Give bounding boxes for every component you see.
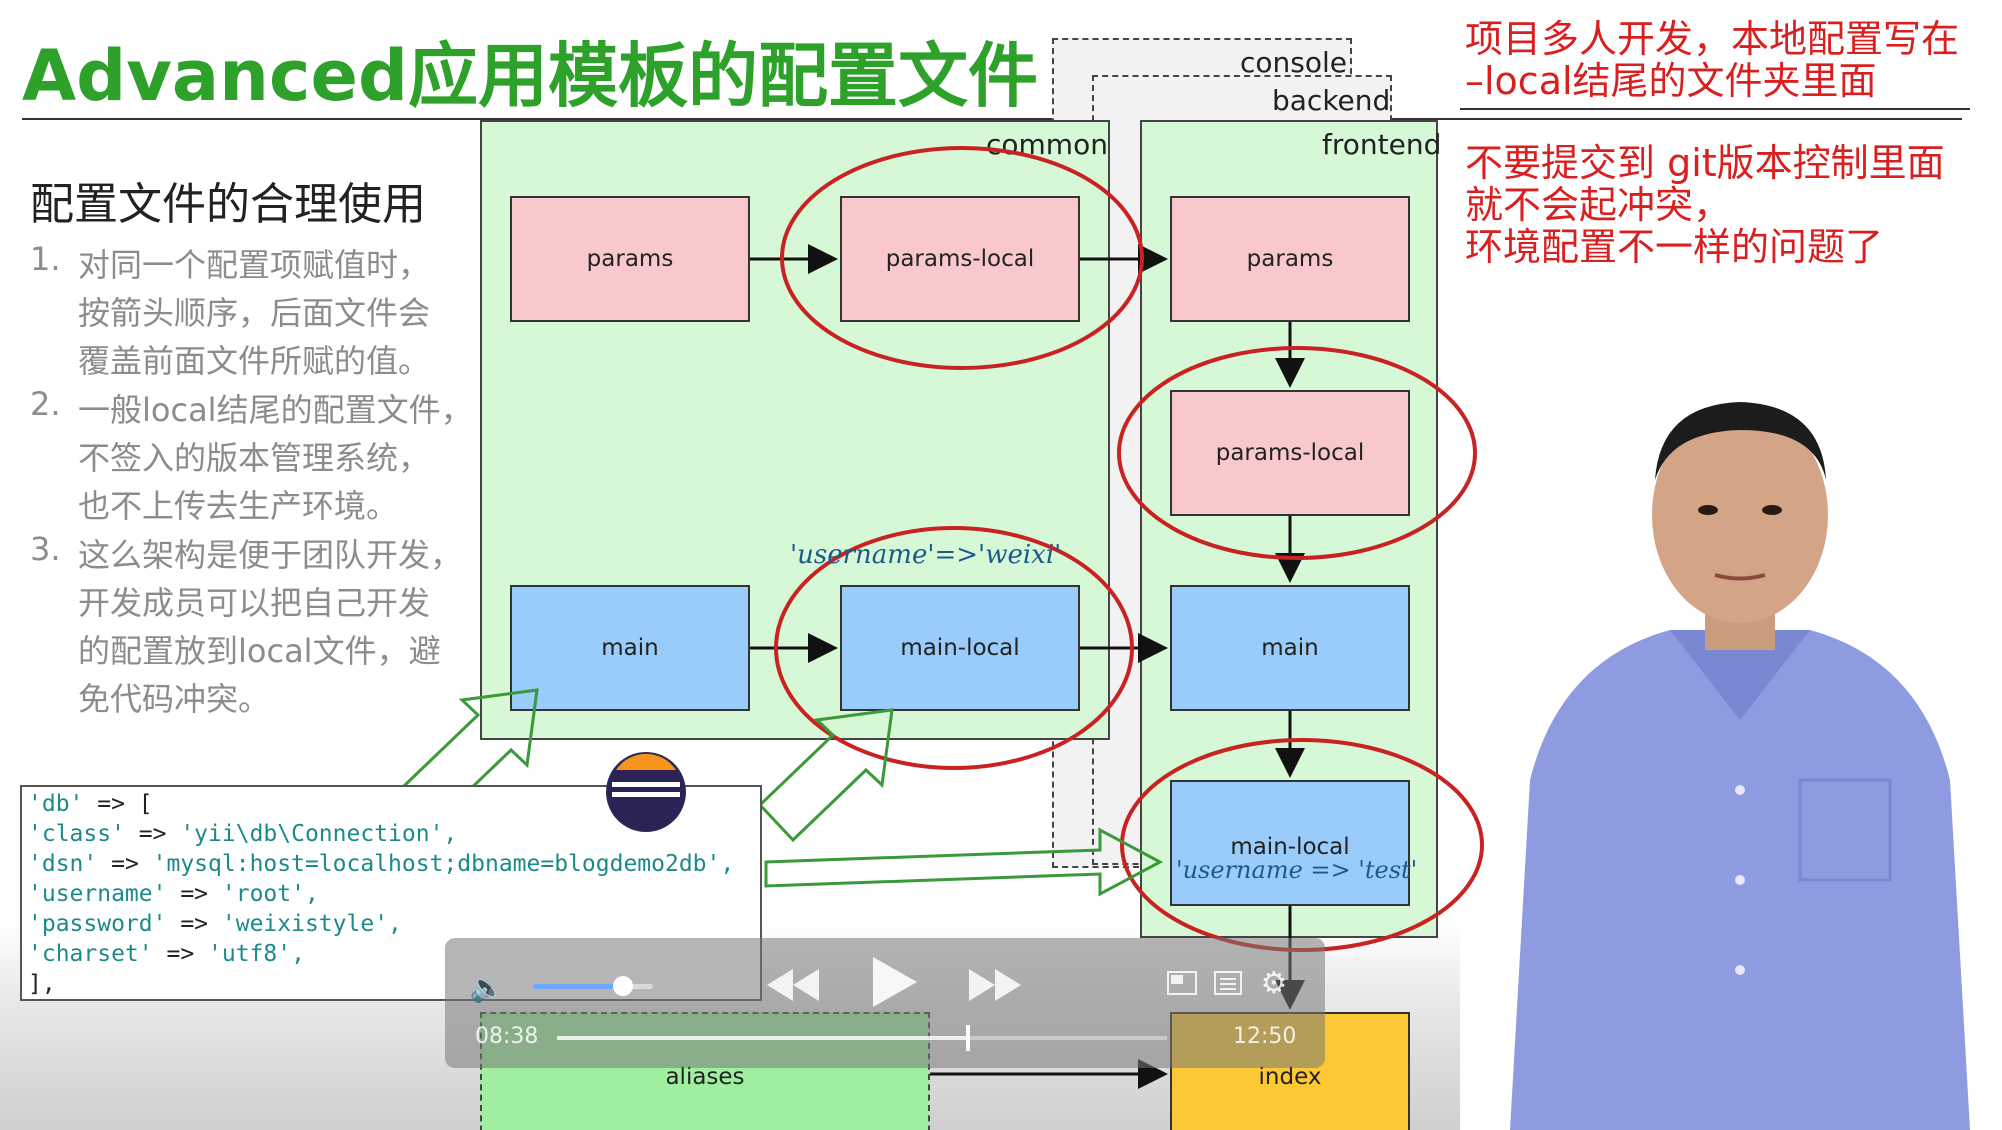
handwriting-frontend: 'username => 'test' (1176, 856, 1418, 884)
code-line: 'charset' => 'utf8', (28, 941, 305, 967)
list-line: 也不上传去生产环境。 (78, 487, 399, 525)
common-label: common (986, 128, 1108, 161)
list-number: 2. (30, 385, 61, 423)
list-line: 对同一个配置项赋值时， (78, 246, 431, 284)
progress-track[interactable] (557, 1025, 1167, 1051)
fast-forward-icon (969, 969, 1021, 1001)
presenter-video (1510, 402, 1970, 1130)
backend-label: backend (1272, 84, 1391, 117)
common-main-local-node: main-local (840, 585, 1080, 711)
volume-knob[interactable] (613, 976, 633, 996)
highlight-ellipse (1120, 738, 1484, 952)
frontend-params-node: params (1170, 196, 1410, 322)
frontend-main-node: main (1170, 585, 1410, 711)
code-line: 'db' => [ (28, 791, 153, 817)
console-label: console (1240, 46, 1347, 79)
handwriting-common: 'username'=>'weixi' (790, 540, 1062, 570)
list-line: 一般local结尾的配置文件， (78, 391, 473, 429)
note-line: –local结尾的文件夹里面 (1465, 59, 1877, 103)
note-divider (1460, 108, 1970, 110)
volume-icon[interactable]: 🔊 (469, 970, 505, 1004)
video-controls: 🔊 ⚙ 08:38 12:50 (445, 938, 1325, 1068)
code-line: 'dsn' => 'mysql:host=localhost;dbname=bl… (28, 851, 735, 877)
pip-button[interactable] (1165, 968, 1199, 998)
progress-handle[interactable] (965, 1025, 970, 1051)
list-line: 免代码冲突。 (78, 680, 271, 718)
note-line: 不要提交到 git版本控制里面 (1465, 141, 1945, 185)
forward-button[interactable] (965, 960, 1025, 1010)
frontend-main-local-node: main-local (1170, 780, 1410, 906)
list-line: 不签入的版本管理系统， (78, 439, 431, 477)
eclipse-logo (606, 752, 686, 832)
list-icon (1214, 971, 1242, 995)
hollow-arrow (764, 827, 1164, 897)
slide-subheading: 配置文件的合理使用 (30, 179, 426, 230)
note-line: 环境配置不一样的问题了 (1465, 225, 1884, 269)
progress-fill (557, 1036, 966, 1040)
list-line: 按箭头顺序，后面文件会 (78, 294, 431, 332)
common-main-node: main (510, 585, 750, 711)
volume-slider[interactable] (533, 976, 653, 996)
highlight-ellipse (1117, 346, 1477, 560)
list-number: 1. (30, 240, 61, 278)
frontend-params-local-node: params-local (1170, 390, 1410, 516)
play-button[interactable] (865, 952, 925, 1012)
rewind-button[interactable] (763, 960, 823, 1010)
picture-in-picture-icon (1167, 971, 1197, 995)
list-number: 3. (30, 530, 61, 568)
list-line: 开发成员可以把自己开发 (78, 584, 431, 622)
note-line: 就不会起冲突， (1465, 183, 1732, 227)
volume-fill (533, 984, 623, 989)
common-params-local-node: params-local (840, 196, 1080, 322)
title-divider (22, 118, 1962, 120)
slide-title: Advanced应用模板的配置文件 (22, 35, 1039, 117)
rewind-icon (767, 969, 819, 1001)
settings-button[interactable]: ⚙ (1257, 965, 1291, 1001)
frontend-label: frontend (1322, 128, 1442, 161)
chapters-button[interactable] (1211, 968, 1245, 998)
list-line: 覆盖前面文件所赋的值。 (78, 342, 431, 380)
gear-icon: ⚙ (1260, 965, 1288, 1001)
highlight-ellipse (780, 146, 1144, 370)
elapsed-time: 08:38 (475, 1024, 539, 1049)
code-line: ], (28, 971, 56, 997)
code-line: 'class' => 'yii\db\Connection', (28, 821, 458, 847)
play-icon (873, 957, 917, 1007)
list-line: 这么架构是便于团队开发， (78, 536, 463, 574)
list-line: 的配置放到local文件，避 (78, 632, 441, 670)
total-duration: 12:50 (1233, 1024, 1297, 1049)
highlight-ellipse (774, 526, 1134, 770)
common-params-node: params (510, 196, 750, 322)
code-line: 'password' => 'weixistyle', (28, 911, 402, 937)
note-line: 项目多人开发，本地配置写在 (1465, 17, 1960, 61)
code-line: 'username' => 'root', (28, 881, 319, 907)
hollow-arrow (757, 708, 894, 843)
